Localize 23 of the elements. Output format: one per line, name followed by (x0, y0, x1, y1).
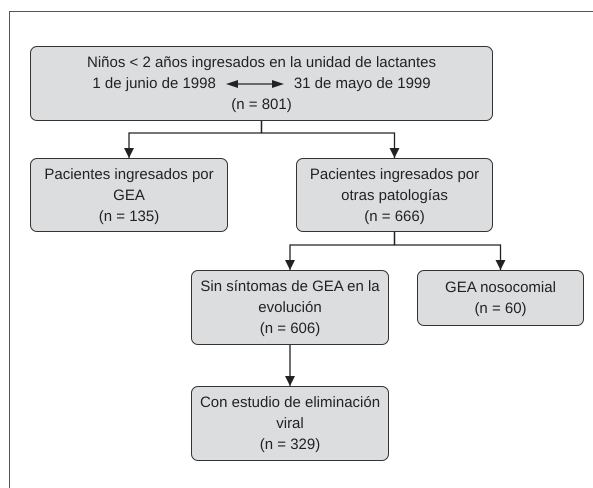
process-box (191, 270, 389, 345)
count-text: (n = 606) (260, 319, 320, 339)
node-text: GEA nosocomial (445, 278, 556, 298)
count-text: (n = 801) (231, 95, 292, 115)
count-text: (n = 329) (260, 435, 320, 455)
count-text: (n = 666) (364, 206, 425, 226)
count-text: (n = 60) (474, 299, 527, 319)
node-text: Con estudio de eliminación viral (198, 393, 382, 434)
node-text: Niños < 2 años ingresados en la unidad de lactantes (87, 53, 436, 73)
arrow (285, 345, 295, 386)
node-text: Pacientes ingresados por otras patologías (308, 164, 480, 206)
node-text: Pacientes ingresados por GEA (43, 164, 215, 206)
node-text: Sin síntomas de GEA en la evolución (199, 277, 381, 318)
process-box (30, 46, 493, 121)
process-box (417, 270, 584, 326)
process-box (296, 158, 493, 232)
date-text: 1 de junio de 1998 (92, 74, 216, 94)
arrow (394, 232, 506, 270)
arrow (260, 121, 400, 158)
date-text: 31 de mayo de 1999 (294, 74, 431, 94)
process-box (191, 386, 389, 461)
count-text: (n = 135) (98, 206, 160, 226)
process-box (30, 158, 228, 232)
